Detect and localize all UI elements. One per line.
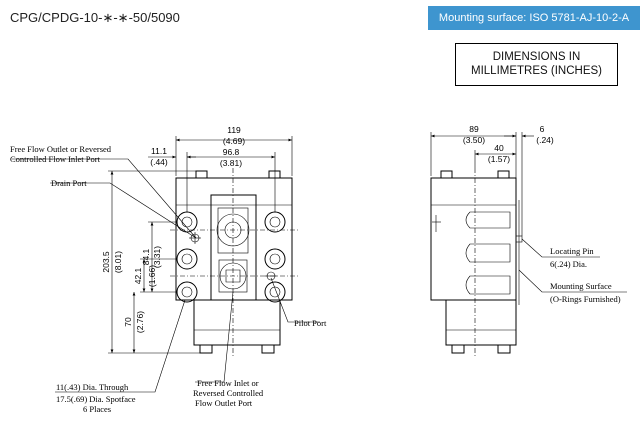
front-view [12,136,320,393]
places-label: 6 Places [83,404,111,414]
h1-in: (3.31) [152,246,162,268]
drain-port-label: Drain Port [51,178,87,188]
height-in: (8.01) [113,251,123,273]
side-offset-mm: 40 [494,143,504,153]
dia-through-label: 11(.43) Dia. Through [56,382,129,392]
side-view [430,132,627,358]
depth-mm: 89 [469,124,479,134]
pilot-port-label: Pilot Port [294,318,327,328]
units-line-2: MILLIMETRES (INCHES) [471,65,602,77]
model-code: CPG/CPDG-10-∗-∗-50/5090 [10,10,180,25]
pin-in: (.24) [536,135,554,145]
h2-in: (1.66) [147,265,157,287]
side-offset-in: (1.57) [488,154,510,164]
mounting-surface-label: Mounting Surface [550,281,612,291]
pin-mm: 6 [540,124,545,134]
offset-in: (.44) [150,157,168,167]
mounting-surface-banner: Mounting surface: ISO 5781-AJ-10-2-A [428,6,640,30]
locating-pin-label: Locating Pin [550,246,594,256]
width-in: (4.69) [223,136,245,146]
spotface-label: 17.5(.69) Dia. Spotface [56,394,136,404]
o-rings-label: (O-Rings Furnished) [550,294,621,304]
mounting-holes-left [176,211,198,303]
h1-mm: 84.1 [141,248,151,265]
free-flow-outlet-label-2: Controlled Flow Inlet Port [10,154,101,164]
hole-span-in: (3.81) [220,158,242,168]
free-flow-outlet-label-1: Free Flow Outlet or Reversed [10,144,112,154]
h3-in: (2.76) [135,311,145,333]
offset-mm: 11.1 [151,146,167,156]
depth-in: (3.50) [463,135,485,145]
width-mm: 119 [227,125,241,135]
free-flow-inlet-label-2: Reversed Controlled [193,388,264,398]
free-flow-inlet-label-1: Free Flow Inlet or [197,378,259,388]
pin-dia-label: 6(.24) Dia. [550,259,587,269]
height-mm: 203.5 [101,251,111,273]
units-box: DIMENSIONS IN MILLIMETRES (INCHES) [455,43,618,86]
hole-span-mm: 96.8 [223,147,240,157]
free-flow-inlet-label-3: Flow Outlet Port [195,398,253,408]
h2-mm: 42.1 [133,267,143,284]
h3-mm: 70 [123,317,133,327]
units-line-1: DIMENSIONS IN [492,51,581,63]
